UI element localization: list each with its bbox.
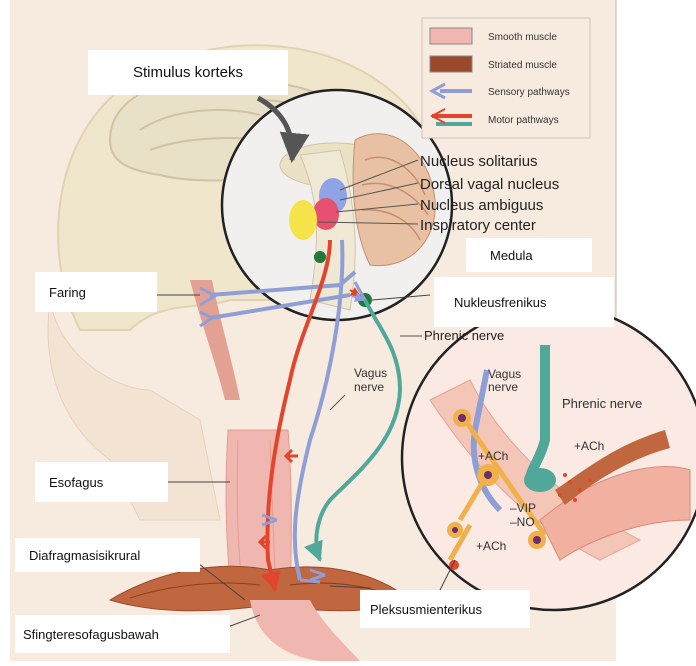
inset-label-vagus-1: Vagus xyxy=(488,367,521,381)
label-vagus-1: Vagus xyxy=(354,366,387,380)
annotation-stimulus-korteks: Stimulus korteks xyxy=(88,50,288,95)
label-phrenic-nerve: Phrenic nerve xyxy=(424,328,504,343)
label-inspiratory-center: Inspiratory center xyxy=(420,217,536,234)
inset-label-vagus-2: nerve xyxy=(488,380,518,394)
annotation-faring: Faring xyxy=(35,272,157,312)
legend-swatch-striated xyxy=(430,56,472,72)
legend-label-smooth: Smooth muscle xyxy=(488,32,557,43)
annotation-esofagus: Esofagus xyxy=(35,462,168,502)
inspiratory-center-marker xyxy=(289,200,317,240)
annotation-sfingter: Sfingteresofagusbawah xyxy=(15,615,230,653)
inset-label-phrenic: Phrenic nerve xyxy=(562,396,642,411)
label-vagus-2: nerve xyxy=(354,380,384,394)
legend-label-striated: Striated muscle xyxy=(488,60,557,71)
label-ach-1: +ACh xyxy=(478,449,508,463)
label-ach-3: +ACh xyxy=(476,539,506,553)
legend: Smooth muscle Striated muscle Sensory pa… xyxy=(422,18,590,138)
nucleus-ambiguus-marker xyxy=(313,198,339,230)
label-vip: –VIP xyxy=(510,501,536,515)
label-nucleus-ambiguus: Nucleus ambiguus xyxy=(420,197,543,214)
label-dorsal-vagal-nucleus: Dorsal vagal nucleus xyxy=(420,176,559,193)
annotation-medula: Medula xyxy=(466,238,592,272)
legend-label-sensory: Sensory pathways xyxy=(488,87,570,98)
annotation-nukleusfrenikus: Nukleusfrenikus xyxy=(434,277,614,327)
annotation-diafragma: Diafragmasisikrural xyxy=(15,538,200,572)
label-nucleus-solitarius: Nucleus solitarius xyxy=(420,153,538,170)
label-ach-2: +ACh xyxy=(574,439,604,453)
annotation-pleksus: Pleksusmienterikus xyxy=(360,590,530,628)
legend-swatch-smooth xyxy=(430,28,472,44)
label-no: –NO xyxy=(510,515,535,529)
legend-label-motor: Motor pathways xyxy=(488,115,559,126)
